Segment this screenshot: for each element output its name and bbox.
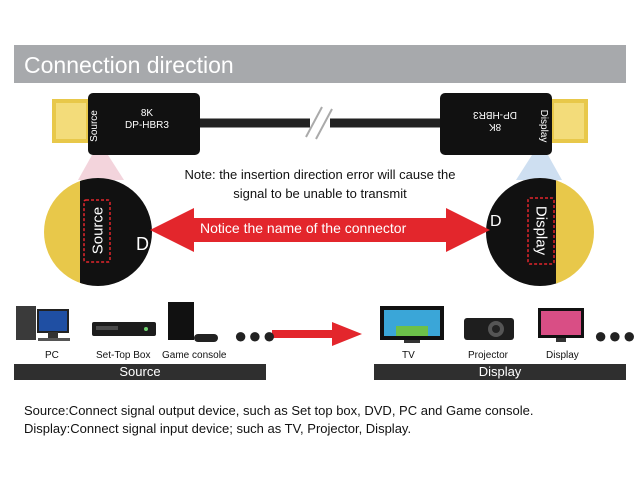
source-bar-label: Source: [119, 364, 161, 379]
warning-note-line1: Note: the insertion direction error will…: [184, 167, 456, 182]
more-displays-dots: ●●●: [594, 323, 637, 348]
set-top-box-icon: [92, 322, 156, 336]
cable-illustration: [52, 93, 588, 180]
right-plug-line1: 8K: [488, 121, 502, 132]
left-plug-side-label: Source: [89, 110, 100, 142]
left-plug-body: [88, 93, 200, 155]
right-d-shape-icon: D: [490, 213, 502, 230]
double-arrow: [150, 208, 490, 252]
right-plug-side-label: Display: [538, 109, 549, 143]
right-name-highlight: [527, 197, 555, 265]
right-zoom-label: Display: [532, 205, 550, 256]
page-title: Connection direction: [24, 52, 234, 78]
left-plug-line2: DP-HBR3: [125, 120, 169, 131]
right-plug-body: [440, 93, 552, 155]
left-highlight-cone: [78, 155, 124, 180]
left-d-shape-icon: D: [136, 234, 149, 254]
device-label-pc: PC: [45, 350, 59, 361]
right-highlight-cone: [516, 155, 562, 180]
more-devices-dots: ●●●: [234, 323, 277, 348]
device-label-set-top-box: Set-Top Box: [96, 350, 151, 361]
direction-arrow: [272, 322, 362, 346]
warning-note-line2: signal to be unable to transmit: [233, 186, 407, 201]
header-banner: [14, 45, 626, 83]
left-name-highlight: [83, 199, 111, 263]
pc-icon: [16, 306, 70, 341]
description-display: Display:Connect signal input device; suc…: [24, 421, 412, 436]
device-label-game-console: Game console: [162, 350, 227, 361]
arrow-label: Notice the name of the connector: [200, 220, 407, 236]
cable-break-mark: [305, 106, 323, 138]
right-plug-line2: DP-HBR3: [473, 109, 517, 120]
tv-icon: [380, 306, 444, 343]
device-label-tv: TV: [402, 350, 415, 361]
cable-break-mark: [315, 108, 333, 140]
projector-icon: [464, 318, 514, 340]
source-bar: Source: [14, 364, 266, 380]
warning-note: Note: the insertion direction error will…: [150, 165, 490, 203]
display-bar-label: Display: [478, 364, 522, 379]
display-monitor-icon: [538, 308, 584, 342]
display-bar: Display: [374, 364, 626, 380]
zoom-illustration: D D: [44, 178, 594, 286]
description-source: Source:Connect signal output device, suc…: [24, 403, 534, 418]
device-label-projector: Projector: [468, 350, 509, 361]
device-label-display: Display: [546, 350, 579, 361]
game-console-icon: [168, 302, 218, 342]
left-plug-line1: 8K: [140, 108, 154, 119]
left-zoom-label: Source: [89, 206, 107, 255]
